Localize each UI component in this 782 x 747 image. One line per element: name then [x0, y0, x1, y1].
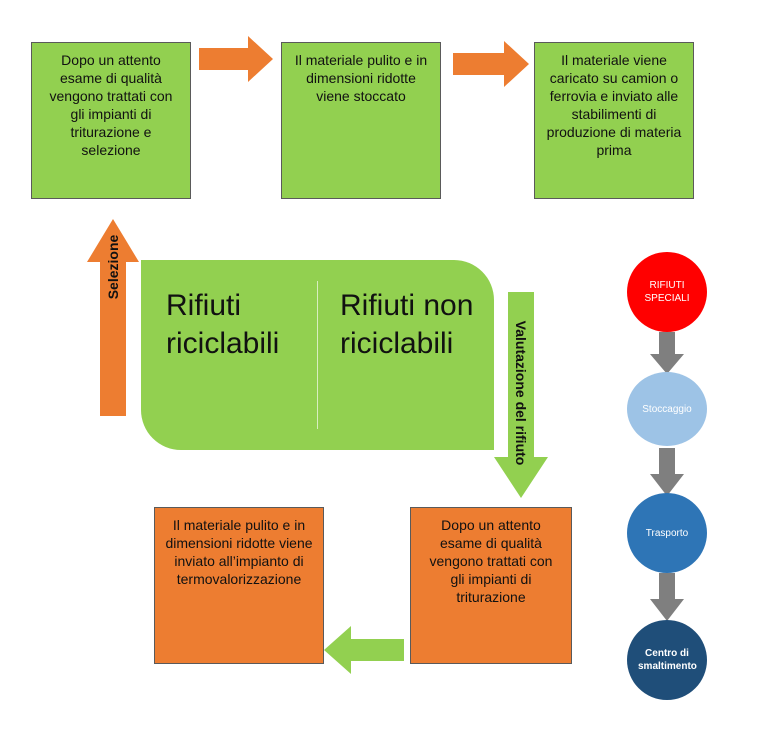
step-box-selection-text: Dopo un attento esame di qualità vengono… [49, 52, 173, 158]
arrow-right-icon [453, 41, 529, 87]
arrow-right-icon [199, 36, 273, 82]
panel-divider [317, 281, 318, 429]
disposal-center-circle: Centro di smaltimento [627, 620, 707, 700]
selection-label: Selezione [105, 234, 121, 300]
transport-circle: Trasporto [627, 493, 707, 573]
evaluation-label: Valutazione del rifiuto [513, 320, 529, 466]
arrow-down-icon [650, 573, 684, 621]
recyclable-title: Rifiuti riciclabili [166, 289, 280, 360]
step-box-selection: Dopo un attento esame di qualità vengono… [31, 42, 191, 199]
special-waste-circle: RIFIUTI SPECIALI [627, 252, 707, 332]
arrow-down-icon [650, 448, 684, 496]
non-recyclable-title: Rifiuti non riciclabili [340, 289, 474, 360]
step-box-incineration: Il materiale pulito e in dimensioni rido… [154, 507, 324, 664]
storage-circle: Stoccaggio [627, 372, 707, 446]
step-box-storage: Il materiale pulito e in dimensioni rido… [281, 42, 441, 199]
step-box-incineration-text: Il materiale pulito e in dimensioni rido… [165, 517, 313, 587]
step-box-storage-text: Il materiale pulito e in dimensioni rido… [294, 52, 428, 104]
arrow-down-icon [650, 332, 684, 374]
arrow-up-icon [87, 219, 139, 416]
step-box-shredding: Dopo un attento esame di qualità vengono… [410, 507, 572, 664]
step-box-shipping: Il materiale viene caricato su camion o … [534, 42, 694, 199]
arrow-left-icon [324, 626, 404, 674]
step-box-shredding-text: Dopo un attento esame di qualità vengono… [429, 517, 553, 605]
step-box-shipping-text: Il materiale viene caricato su camion o … [546, 52, 682, 158]
arrow-down-icon [494, 292, 548, 498]
